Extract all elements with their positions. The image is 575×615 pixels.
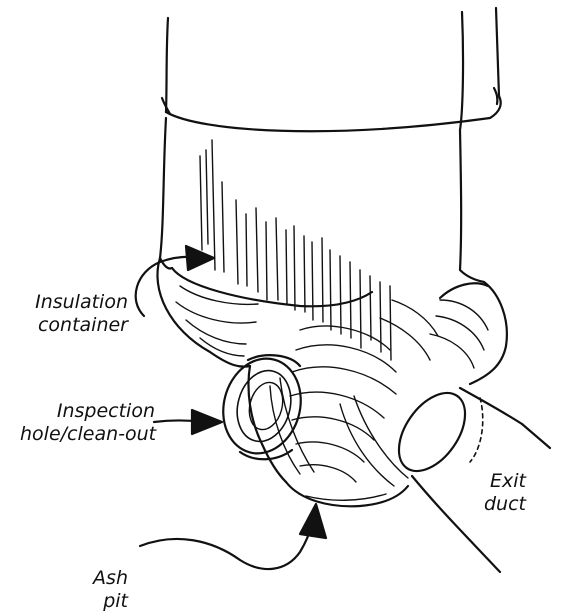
inspection-label: Inspection hole/clean-out — [20, 400, 155, 446]
ash-pit-label-line-1: Ash — [80, 567, 128, 590]
exit-duct-label-line-2: duct — [480, 493, 526, 516]
ash-pit-label: Ash pit — [80, 567, 128, 613]
ash-pit-label-line-2: pit — [80, 590, 128, 613]
insulation-container — [160, 12, 484, 360]
arrow-inspection — [154, 410, 222, 434]
inspection-label-line-2: hole/clean-out — [20, 423, 155, 446]
chimney-pipe — [162, 8, 501, 131]
arrow-ash-pit — [140, 504, 326, 569]
insulation-label: Insulation container — [18, 291, 128, 337]
arrow-insulation — [136, 246, 214, 316]
base-chamber — [157, 258, 506, 506]
insulation-label-line-1: Insulation — [18, 291, 128, 314]
exit-duct-label: Exit duct — [480, 470, 526, 516]
exit-duct-label-line-1: Exit — [480, 470, 526, 493]
inspection-label-line-1: Inspection — [20, 400, 155, 423]
insulation-label-line-2: container — [18, 314, 128, 337]
